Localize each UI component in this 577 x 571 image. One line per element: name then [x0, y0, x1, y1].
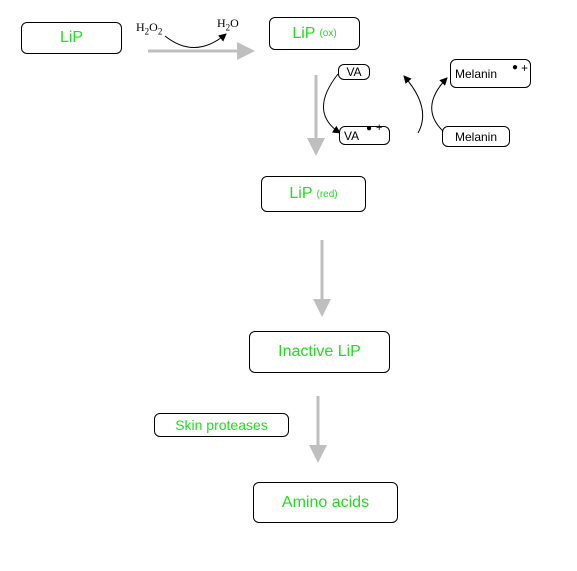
- lip-red-label: LiP: [289, 185, 313, 202]
- lip-label: LiP: [59, 29, 84, 46]
- va-radical-dot-icon: ●: [366, 123, 373, 134]
- va-node: VA: [338, 64, 370, 80]
- inactive-lip-label: Inactive LiP: [278, 343, 361, 360]
- melanin-radical-dot-icon: ●: [512, 62, 519, 73]
- lip-ox-subscript: (ox): [319, 28, 337, 39]
- skin-proteases-label: Skin proteases: [175, 417, 268, 433]
- arrow-varadical-to-va: [403, 75, 424, 134]
- melanin-node: Melanin: [442, 126, 510, 147]
- arrow-h2o2-to-h2o: [164, 33, 227, 48]
- lip-red-node: LiP(red): [261, 176, 366, 212]
- melanin-radical-label: Melanin: [455, 66, 498, 81]
- arrow-va-to-varadical: [323, 73, 341, 134]
- melanin-radical-plus-icon: +: [521, 61, 529, 75]
- amino-acids-node: Amino acids: [253, 482, 398, 523]
- lip-ox-node: LiP(ox): [269, 17, 360, 50]
- arrow-melanin-to-melaninradical: [431, 77, 448, 133]
- skin-proteases-node: Skin proteases: [154, 413, 289, 437]
- melanin-label: Melanin: [454, 129, 498, 144]
- h2o-label: H2O: [217, 16, 239, 33]
- amino-acids-label: Amino acids: [281, 493, 370, 511]
- va-radical-label: VA: [344, 128, 360, 143]
- h2o2-label: H2O2: [136, 20, 163, 37]
- va-radical-plus-icon: +: [376, 122, 383, 134]
- lip-red-subscript: (red): [316, 188, 338, 200]
- va-label: VA: [346, 65, 362, 79]
- lip-node: LiP: [21, 22, 122, 54]
- inactive-lip-node: Inactive LiP: [249, 331, 390, 373]
- melanin-radical-node: Melanin: [450, 59, 531, 88]
- va-radical-node: VA: [339, 126, 390, 145]
- lip-ox-label: LiP: [292, 24, 316, 42]
